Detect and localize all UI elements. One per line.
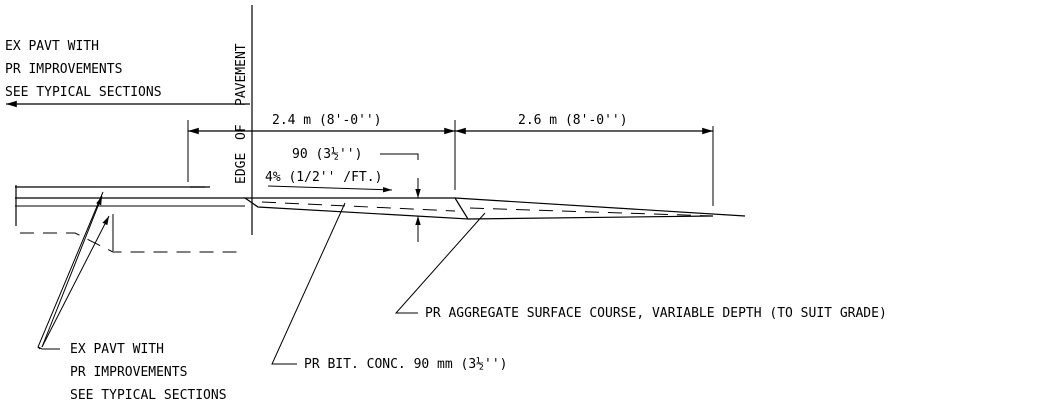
svg-text:PAVEMENT: PAVEMENT: [234, 43, 249, 106]
aggregate-centerline: [469, 207, 714, 217]
bit-conc-leader: [271, 202, 346, 365]
bit-conc-centerline: [261, 201, 456, 212]
edge-of-pavement-label: EDGE OF PAVEMENT: [234, 43, 249, 184]
slope-arrow: [267, 185, 393, 193]
bit-conc-label: PR BIT. CONC. 90 mm (3½''): [304, 357, 508, 372]
ex-pavt-bottom-leader-1: [37, 191, 104, 350]
ex-pavt-top-line3: SEE TYPICAL SECTIONS: [5, 85, 162, 100]
dimension-label-left: 2.4 m (8'-0''): [272, 113, 382, 128]
aggregate-leader: [394, 212, 486, 314]
ex-pavt-bottom-leader-2: [41, 215, 110, 348]
dimension-label-right: 2.6 m (8'-0''): [518, 113, 628, 128]
bit-conc-left-bevel: [244, 197, 259, 208]
ex-pavt-top-line2: PR IMPROVEMENTS: [5, 62, 122, 77]
aggregate-bottom-surface: [467, 215, 714, 220]
ex-pavt-top-line1: EX PAVT WITH: [5, 39, 99, 54]
slope-label: 4% (1/2'' /FT.): [265, 170, 382, 185]
svg-text:OF: OF: [234, 124, 249, 140]
bit-conc-layer: [243, 197, 470, 220]
thickness-label: 90 (3½''): [292, 147, 362, 162]
svg-text:EDGE: EDGE: [234, 153, 249, 184]
ex-pavt-bottom-leader-3: [41, 195, 103, 348]
thickness-leader: [380, 153, 419, 160]
aggregate-top-surface: [454, 197, 746, 217]
subgrade-dashed-left: [20, 232, 245, 253]
ex-pavt-bottom-line3: SEE TYPICAL SECTIONS: [70, 388, 227, 403]
aggregate-label: PR AGGREGATE SURFACE COURSE, VARIABLE DE…: [425, 306, 887, 321]
ex-pavt-bottom-line2: PR IMPROVEMENTS: [70, 365, 187, 380]
ex-pavt-bottom-line1: EX PAVT WITH: [70, 342, 164, 357]
